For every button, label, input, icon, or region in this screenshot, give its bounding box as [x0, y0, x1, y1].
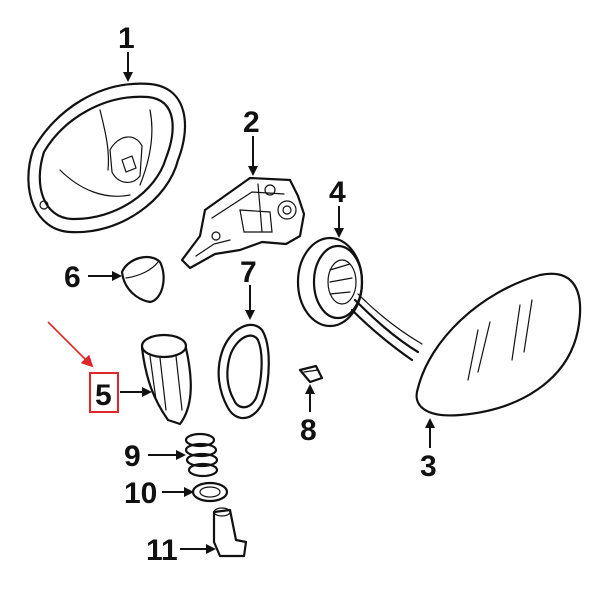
callout-6: 6 [64, 261, 81, 294]
part-9-spring [184, 432, 219, 478]
highlight-box [89, 372, 119, 413]
callout-8: 8 [300, 414, 317, 447]
part-5-pivot [140, 333, 192, 426]
callout-11: 11 [146, 534, 178, 567]
part-11-pin [212, 507, 248, 558]
highlight-pointer [47, 321, 94, 368]
callout-4: 4 [329, 176, 346, 209]
callout-3: 3 [420, 450, 437, 483]
highlight-5 [47, 321, 119, 413]
leader-lines [88, 52, 435, 554]
part-7-gasket [217, 323, 270, 420]
callout-7: 7 [240, 256, 257, 289]
part-1-housing [27, 82, 187, 234]
callout-1: 1 [118, 22, 135, 55]
callout-2: 2 [243, 106, 260, 139]
part-2-bracket [180, 176, 306, 270]
callout-numbers: 1 2 3 4 5 6 7 8 9 10 11 [64, 22, 437, 567]
part-8-clip [298, 364, 324, 384]
callout-5: 5 [95, 379, 112, 412]
part-3-mirror-glass [415, 272, 582, 417]
part-4-motor [296, 236, 423, 362]
part-6-cap [120, 255, 165, 304]
part-10-washer [191, 481, 229, 503]
callout-10: 10 [124, 477, 157, 510]
callout-9: 9 [124, 440, 141, 473]
